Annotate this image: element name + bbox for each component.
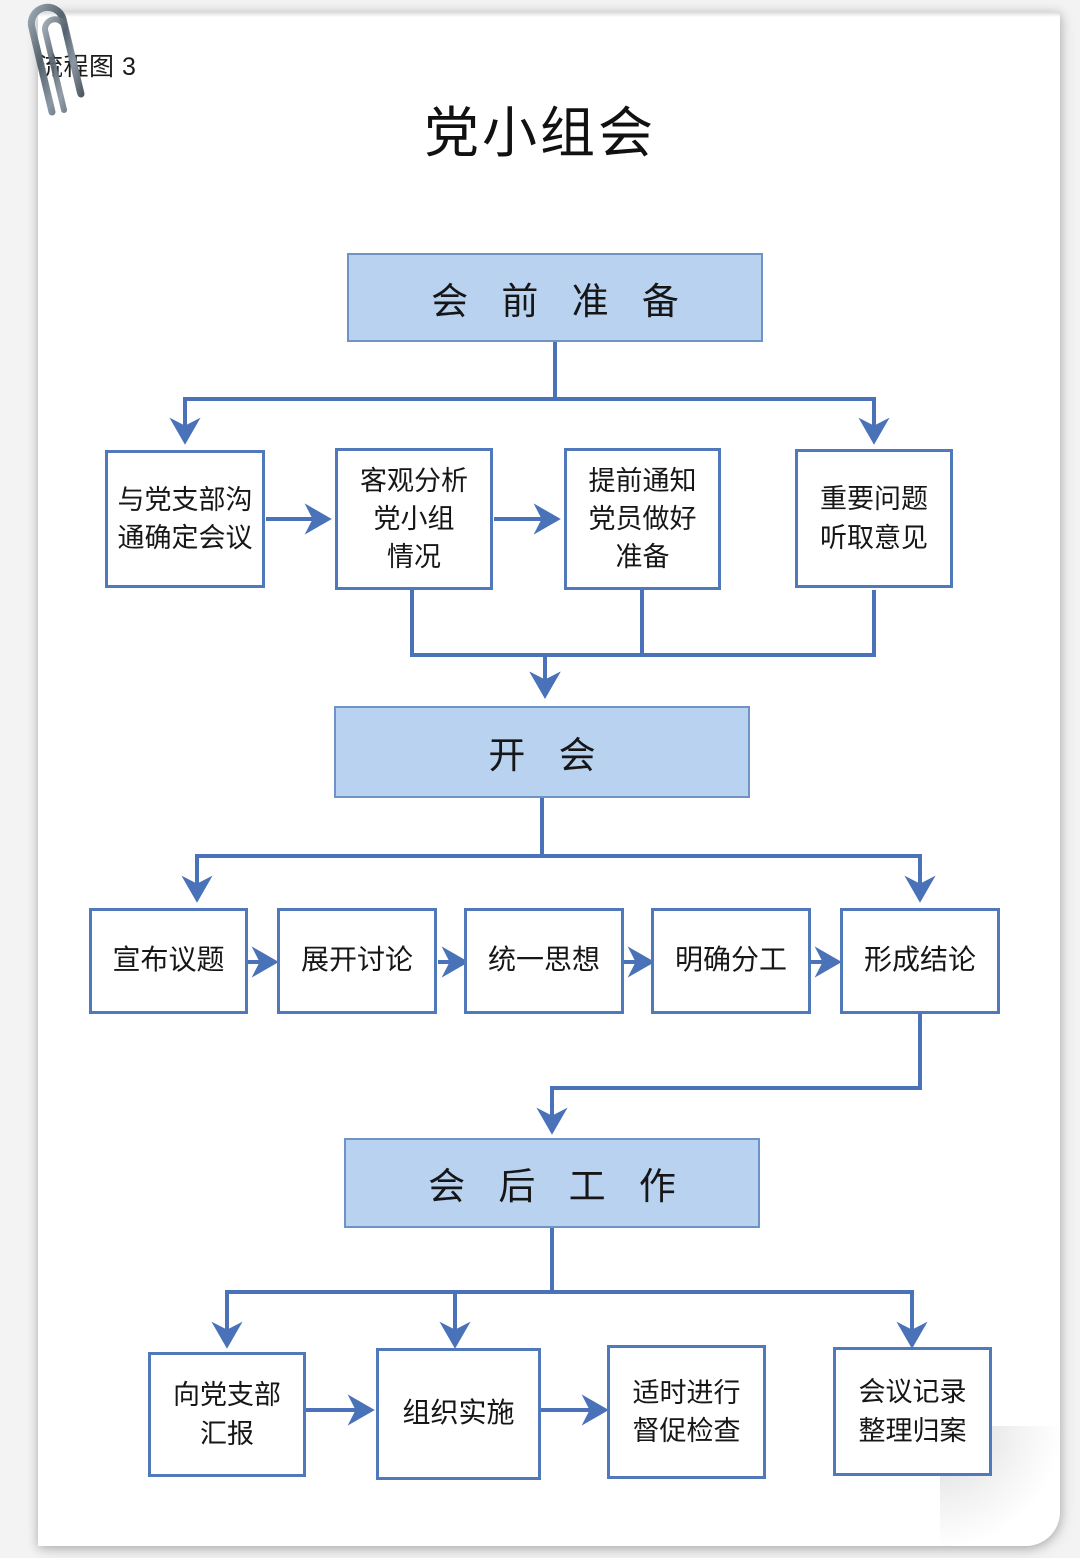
node-meet-5[interactable]: 形成结论 bbox=[840, 908, 1000, 1014]
node-after-4-label: 会议记录 整理归案 bbox=[858, 1377, 967, 1446]
banner-meeting[interactable]: 开 会 bbox=[334, 706, 750, 798]
node-prep-4-label: 重要问题 听取意见 bbox=[820, 484, 928, 553]
edge-prep2-to-meeting bbox=[410, 590, 561, 699]
page-top-shadow bbox=[38, 12, 1060, 17]
node-prep-2-label: 客观分析 党小组 情况 bbox=[360, 465, 468, 573]
banner-label: 会 前 准 备 bbox=[431, 281, 691, 323]
node-meet-3-label: 统一思想 bbox=[487, 945, 600, 977]
node-prep-1-label: 与党支部沟 通确定会议 bbox=[117, 484, 253, 553]
node-meet-2-label: 展开讨论 bbox=[300, 945, 413, 977]
node-meet-4[interactable]: 明确分工 bbox=[651, 908, 811, 1014]
edge-meeting-banner-to-meet1 bbox=[181, 798, 544, 903]
banner-label: 会 后 工 作 bbox=[428, 1167, 688, 1208]
node-prep-4[interactable]: 重要问题 听取意见 bbox=[795, 449, 953, 588]
node-meet-2[interactable]: 展开讨论 bbox=[277, 908, 437, 1014]
node-meet-3[interactable]: 统一思想 bbox=[464, 908, 624, 1014]
node-after-1[interactable]: 向党支部 汇报 bbox=[148, 1352, 306, 1477]
node-after-2[interactable]: 组织实施 bbox=[376, 1348, 541, 1480]
edge-meet5-to-after-banner bbox=[536, 1014, 922, 1135]
edge-prep3-to-meeting bbox=[529, 590, 644, 699]
edge-prep4-to-meeting bbox=[529, 590, 876, 699]
node-prep-1[interactable]: 与党支部沟 通确定会议 bbox=[105, 450, 265, 588]
edge-prep-banner-to-prep4 bbox=[553, 342, 890, 445]
page-title: 党小组会 bbox=[423, 103, 656, 164]
edge-after-banner-to-after2 bbox=[439, 1228, 554, 1349]
edge-after-banner-to-after1 bbox=[211, 1228, 554, 1349]
node-after-1-label: 向党支部 汇报 bbox=[173, 1380, 281, 1449]
node-prep-3-label: 提前通知 党员做好 准备 bbox=[588, 465, 697, 573]
node-prep-2[interactable]: 客观分析 党小组 情况 bbox=[335, 448, 493, 590]
node-meet-5-label: 形成结论 bbox=[863, 945, 976, 977]
banner-post-meeting-work[interactable]: 会 后 工 作 bbox=[344, 1138, 760, 1228]
document-label: 流程图 3 bbox=[38, 53, 137, 81]
banner-pre-meeting-preparation[interactable]: 会 前 准 备 bbox=[347, 253, 763, 342]
node-meet-4-label: 明确分工 bbox=[674, 945, 787, 977]
node-meet-1-label: 宣布议题 bbox=[112, 945, 225, 977]
node-after-3-label: 适时进行 督促检查 bbox=[632, 1377, 741, 1446]
banner-label: 开 会 bbox=[488, 736, 608, 777]
node-after-2-label: 组织实施 bbox=[402, 1398, 515, 1430]
edge-after-banner-to-after4 bbox=[550, 1228, 928, 1349]
node-prep-3[interactable]: 提前通知 党员做好 准备 bbox=[564, 448, 721, 590]
node-after-4[interactable]: 会议记录 整理归案 bbox=[833, 1347, 992, 1476]
edge-meeting-banner-to-meet5 bbox=[540, 798, 936, 903]
node-meet-1[interactable]: 宣布议题 bbox=[89, 908, 248, 1014]
edge-prep-banner-to-prep1 bbox=[169, 342, 557, 445]
node-after-3[interactable]: 适时进行 督促检查 bbox=[607, 1345, 766, 1479]
